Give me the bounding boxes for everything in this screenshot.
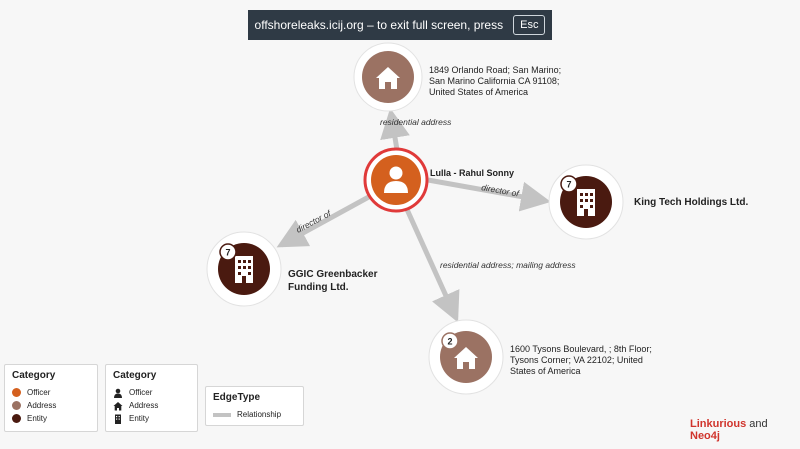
node-address-bottom[interactable]: 2: [428, 319, 504, 395]
house-icon: [376, 67, 400, 89]
house-icon: [454, 347, 478, 369]
edge-director-left[interactable]: director of: [276, 190, 378, 248]
fullscreen-banner: offshoreleaks.icij.org – to exit full sc…: [248, 10, 552, 40]
node-badge-bottom: 2: [441, 332, 459, 350]
building-icon: [235, 256, 253, 283]
node-entity-left[interactable]: 7: [206, 231, 282, 307]
legend-label: Officer: [129, 388, 153, 397]
edge-residential-top[interactable]: residential address: [380, 108, 452, 151]
badge-count: 2: [447, 337, 452, 347]
edge-swatch-icon: [213, 412, 231, 417]
brand-linkurious: Linkurious: [690, 418, 747, 430]
officer-dot-icon: [12, 388, 21, 397]
edge-label-bottom: residential address; mailing address: [440, 260, 576, 270]
legend-item-address: Address: [12, 399, 90, 412]
node-badge-left: 7: [219, 243, 237, 261]
legend-label: Relationship: [237, 410, 282, 419]
badge-count: 7: [566, 180, 571, 190]
legend-item-officer: Officer: [12, 386, 90, 399]
building-icon: [577, 189, 595, 216]
banner-text: offshoreleaks.icij.org – to exit full sc…: [254, 18, 504, 32]
legend-label: Address: [27, 401, 57, 410]
badge-count: 7: [225, 248, 230, 258]
edge-director-right[interactable]: director of: [427, 177, 551, 212]
legend-title: EdgeType: [213, 392, 261, 403]
house-icon: [113, 401, 123, 410]
person-icon: [114, 388, 122, 398]
address-dot-icon: [12, 401, 21, 410]
node-badge-right: 7: [560, 175, 578, 193]
legend-label: Officer: [27, 388, 51, 397]
node-label-bottom: 1600 Tysons Boulevard, ; 8th Floor; Tyso…: [510, 344, 652, 376]
legend-label: Entity: [129, 414, 150, 423]
entity-dot-icon: [12, 414, 21, 423]
legend-item-entity: Entity: [12, 412, 90, 425]
legend-title: Category: [12, 370, 56, 381]
legend-item-entity: Entity: [113, 412, 190, 425]
node-label-top: 1849 Orlando Road; San Marino; San Marin…: [429, 65, 562, 97]
legend-item-relationship: Relationship: [213, 408, 296, 421]
legend-item-address: Address: [113, 399, 190, 412]
legend-category-icon: Category Officer Address Entity: [105, 364, 198, 432]
node-label-right: King Tech Holdings Ltd.: [634, 197, 749, 208]
legend-label: Entity: [27, 414, 48, 423]
legend-edge-type: EdgeType Relationship: [205, 386, 304, 426]
node-officer-center[interactable]: [363, 147, 429, 213]
node-address-top[interactable]: [353, 42, 423, 112]
building-icon: [115, 414, 121, 424]
edge-label-top: residential address: [380, 117, 452, 127]
esc-key[interactable]: Esc: [513, 15, 546, 35]
legend-category-color: Category Officer Address Entity: [4, 364, 98, 432]
node-label-center: Lulla - Rahul Sonny: [430, 168, 515, 178]
edge-residential-bottom[interactable]: residential address; mailing address: [402, 203, 576, 323]
legend-title: Category: [113, 370, 157, 381]
brand-neo4j: Neo4j: [690, 430, 720, 442]
node-entity-right[interactable]: 7: [548, 164, 624, 240]
legend-item-officer: Officer: [113, 386, 190, 399]
legend-label: Address: [129, 401, 159, 410]
brand-and: and: [749, 418, 768, 430]
edge-label-right: director of: [481, 182, 522, 199]
person-icon: [384, 166, 408, 193]
brand-footer: Linkurious and Neo4j: [690, 418, 800, 442]
node-label-left: GGIC Greenbacker Funding Ltd.: [288, 269, 378, 293]
